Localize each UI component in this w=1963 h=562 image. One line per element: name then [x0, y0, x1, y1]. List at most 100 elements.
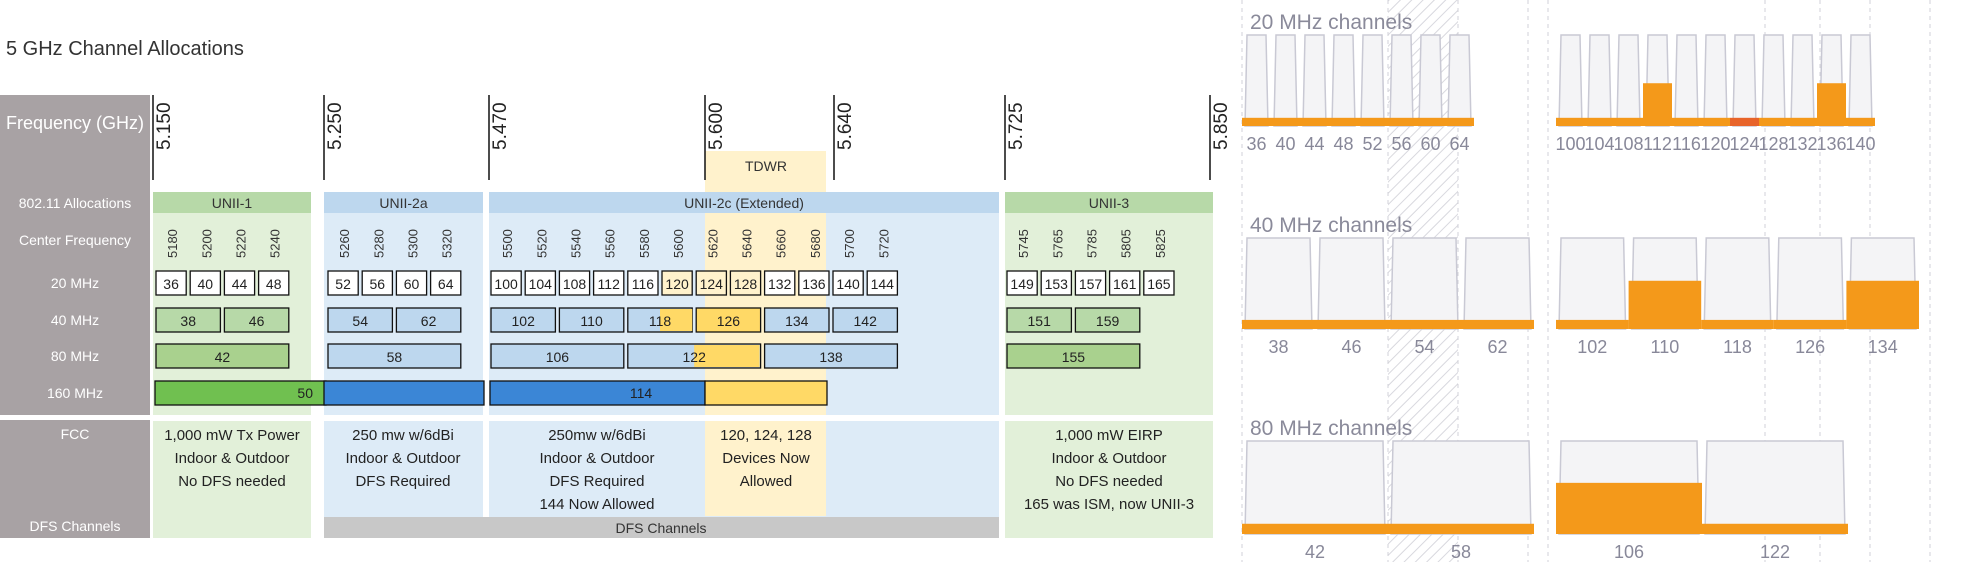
panel0-channel-frame-128: [1761, 34, 1786, 127]
ch20-label-116: 116: [632, 276, 655, 292]
panel0-label-124: 124: [1729, 134, 1759, 154]
ch20-label-48: 48: [266, 276, 282, 292]
ch160-box-50: [154, 380, 327, 406]
panel0-label-48: 48: [1333, 134, 1353, 154]
ch40-label-151: 151: [1028, 313, 1052, 329]
ch20-label-124: 124: [700, 276, 724, 292]
tdwr-label: TDWR: [745, 158, 787, 174]
center-freq-5280: 5280: [371, 229, 386, 258]
ch40-box-46: [223, 307, 290, 333]
panel1-channel-frame-38: [1244, 237, 1313, 330]
fcc-note-unii1-0: 1,000 mW Tx Power: [164, 427, 300, 444]
ch40-box-159: [1074, 307, 1141, 333]
ch20-box-104: [524, 270, 557, 296]
panel0-channel-frame-140: [1848, 34, 1873, 127]
fcc-note-tdwr-2: Allowed: [740, 473, 793, 490]
center-freq-5785: 5785: [1085, 229, 1100, 258]
panel0-bar-36: [1242, 117, 1271, 126]
panel0-bar-108: [1614, 117, 1643, 126]
ch40-label-159: 159: [1096, 313, 1120, 329]
fcc-note-unii1-1: Indoor & Outdoor: [174, 450, 289, 467]
panel0-channel-frame-52: [1360, 34, 1385, 127]
ch20-box-149: [1006, 270, 1038, 296]
panel0-label-100: 100: [1555, 134, 1585, 154]
ch80-box-122-yellow: [694, 345, 760, 367]
panel0-bar-116: [1672, 117, 1701, 126]
row-label-dfs: DFS Channels: [29, 518, 120, 534]
center-freq-5825: 5825: [1153, 229, 1168, 258]
boundary-label-6: 5.850: [1211, 102, 1230, 150]
ch40-box-126: [695, 307, 762, 333]
center-freq-5700: 5700: [842, 229, 857, 258]
ch20-box-120: [661, 270, 693, 296]
band-fill-0: [153, 192, 311, 415]
panel0-label-140: 140: [1845, 134, 1875, 154]
boundary-label-1: 5.250: [325, 102, 346, 150]
ch20-box-116: [627, 270, 659, 296]
ch40-label-102: 102: [512, 313, 536, 329]
panel0-bar-44: [1300, 117, 1329, 126]
ch80-label-138: 138: [819, 349, 843, 365]
ch40-label-118: 118: [649, 313, 672, 329]
panel1-label-46: 46: [1341, 337, 1361, 357]
center-freq-5660: 5660: [774, 229, 789, 258]
panel0-bar-100: [1556, 117, 1585, 126]
panel0-bar-64: [1445, 117, 1474, 126]
panel0-bar-124: [1730, 117, 1759, 126]
ch20-label-128: 128: [734, 276, 758, 292]
ch40-label-126: 126: [717, 313, 741, 329]
panel0-label-56: 56: [1391, 134, 1411, 154]
panel0-bar-128: [1759, 117, 1788, 126]
center-freq-5320: 5320: [440, 229, 455, 258]
panel2-label-58: 58: [1451, 542, 1471, 562]
fcc-note-unii2c-1: Indoor & Outdoor: [539, 450, 654, 467]
ch40-box-62: [395, 307, 462, 333]
panel1-bar-38: [1242, 319, 1315, 329]
panel0-label-112: 112: [1643, 134, 1672, 154]
ch80-box-58: [327, 343, 462, 369]
boundary-label-0: 5.150: [154, 102, 175, 150]
panel0-channel-frame-60: [1418, 34, 1443, 127]
band-label-0: UNII-1: [212, 195, 253, 211]
center-freq-5805: 5805: [1119, 229, 1134, 258]
ch20-label-36: 36: [163, 276, 179, 292]
ch40-box-134: [763, 307, 830, 333]
center-freq-5560: 5560: [603, 229, 618, 258]
panel0-label-116: 116: [1672, 134, 1701, 154]
center-freq-5540: 5540: [569, 229, 584, 258]
ch20-label-161: 161: [1113, 276, 1137, 292]
ch20-label-120: 120: [665, 276, 689, 292]
ch40-label-46: 46: [249, 313, 265, 329]
ch20-label-104: 104: [529, 276, 553, 292]
row-label-mhz160: 160 MHz: [47, 385, 103, 401]
ch20-label-100: 100: [494, 276, 518, 292]
ch20-box-108: [558, 270, 591, 296]
center-freq-5520: 5520: [534, 229, 549, 258]
panel0-bar-140: [1846, 117, 1875, 126]
panel1-bar-62: [1461, 319, 1534, 329]
ch20-label-136: 136: [802, 276, 826, 292]
ch40-box-118-yellow: [660, 309, 693, 331]
panel0-label-108: 108: [1613, 134, 1643, 154]
band-label-3: UNII-3: [1089, 195, 1130, 211]
center-freq-5200: 5200: [199, 229, 214, 258]
panel0-label-120: 120: [1700, 134, 1730, 154]
fcc-fill-3: [1005, 421, 1213, 538]
boundary-label-2: 5.470: [490, 102, 511, 150]
panel0-label-52: 52: [1362, 134, 1382, 154]
panel0-bar-56: [1387, 117, 1416, 126]
ch20-box-112: [592, 270, 625, 296]
band-header-2: [489, 192, 999, 213]
ch40-box-38: [155, 307, 222, 333]
ch80-label-155: 155: [1062, 349, 1086, 365]
ch20-box-157: [1074, 270, 1107, 296]
row-label-mhz80: 80 MHz: [51, 348, 99, 364]
panel1-channel-frame-126: [1776, 237, 1845, 330]
center-freq-5745: 5745: [1016, 229, 1031, 258]
ch80-label-122: 122: [683, 349, 707, 365]
ch40-box-110: [558, 307, 625, 333]
band-label-2: UNII-2c (Extended): [684, 195, 804, 211]
ch20-box-144: [866, 270, 899, 296]
ch20-label-144: 144: [871, 276, 895, 292]
